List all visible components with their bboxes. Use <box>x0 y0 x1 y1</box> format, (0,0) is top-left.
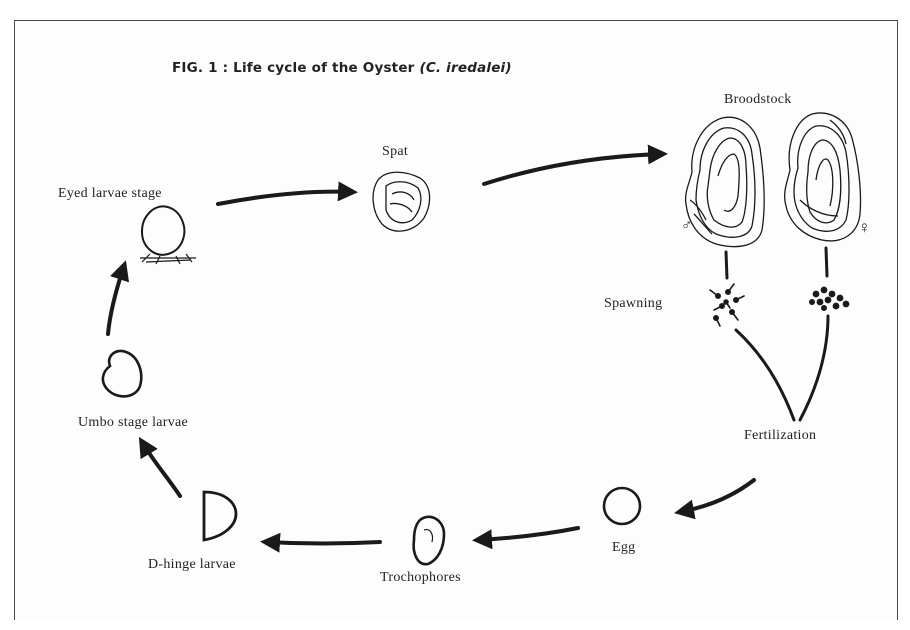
arrow-fertilization-to-egg <box>680 480 754 512</box>
arrow-egg-to-trochophore <box>478 528 578 540</box>
arrow-umbo-to-eyed <box>108 266 124 334</box>
broodstock-female-shell <box>785 113 861 241</box>
sperm-to-fertilization-line <box>736 330 794 420</box>
male-spawn-line <box>726 252 727 278</box>
arrow-eyed-to-spat <box>218 192 352 204</box>
arrow-spat-to-broodstock <box>484 154 662 184</box>
arrow-d-hinge-to-umbo <box>142 442 180 496</box>
trochophore <box>414 517 444 564</box>
sperm-cluster <box>710 284 744 326</box>
female-spawn-line <box>826 248 827 276</box>
umbo-larva <box>103 351 141 396</box>
arrow-trochophore-to-d-hinge <box>266 542 380 544</box>
eggs-to-fertilization-line <box>800 316 828 420</box>
eyed-larva <box>140 206 196 264</box>
egg-cluster <box>809 287 849 311</box>
egg-cell <box>604 488 640 524</box>
d-hinge-larva <box>204 492 236 540</box>
trochophore-inner <box>424 530 433 542</box>
spat-shell <box>373 172 430 231</box>
broodstock-male-shell <box>686 117 765 246</box>
